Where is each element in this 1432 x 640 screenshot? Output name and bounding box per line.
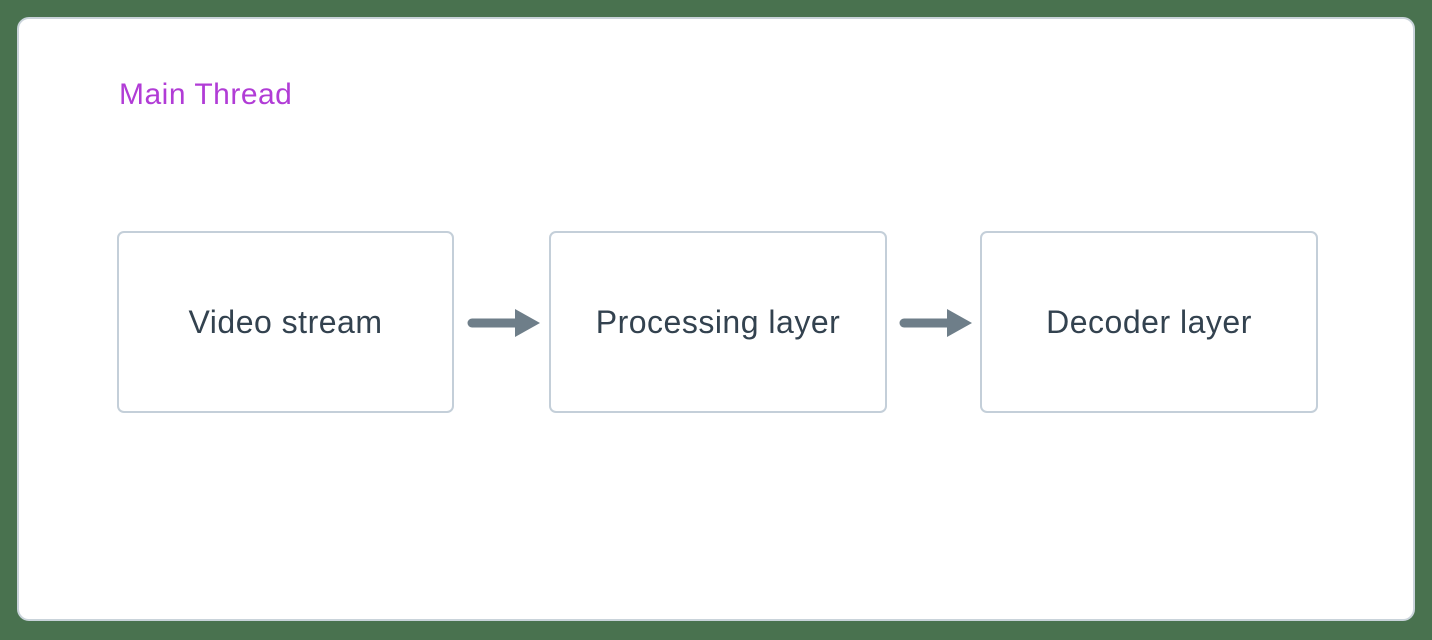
right-arrow-icon <box>466 307 542 339</box>
right-arrow-icon <box>898 307 974 339</box>
diagram-card: Main Thread Video stream Processing laye… <box>17 17 1415 621</box>
node-label: Video stream <box>188 303 383 340</box>
node-decoder-layer: Decoder layer <box>980 231 1318 413</box>
diagram-title: Main Thread <box>119 78 293 111</box>
node-video-stream: Video stream <box>117 231 454 413</box>
node-label: Processing layer <box>595 303 841 340</box>
node-label: Decoder layer <box>1046 303 1252 340</box>
node-processing-layer: Processing layer <box>549 231 887 413</box>
